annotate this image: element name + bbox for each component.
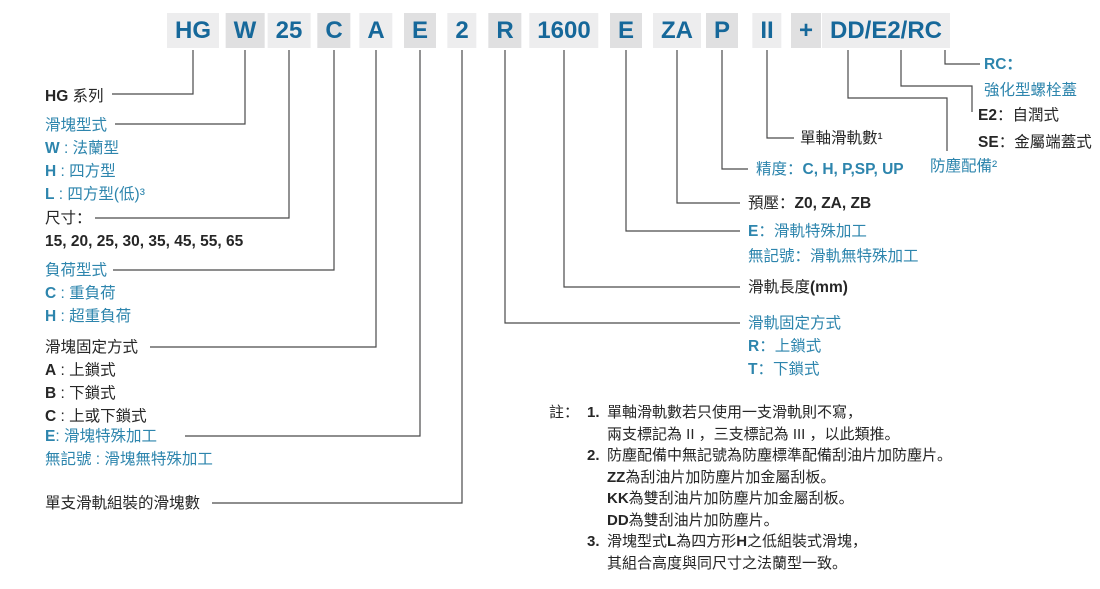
precision-line-0: 精度：C, H, P,SP, UP (756, 161, 904, 178)
connector-E2 (900, 50, 973, 112)
block-type-line-2: H : 四方型 (45, 163, 116, 180)
code-segment--: + (790, 13, 822, 48)
block-special-line-0: E: 滑塊特殊加工 (45, 428, 157, 445)
footnote-1-line-0: 單軸滑軌數若只使用一支滑軌則不寫， (607, 404, 863, 421)
footnote-2-line-0: 防塵配備中無記號為防塵標準配備刮油片加防塵片。 (607, 447, 953, 464)
e2-se-line-0: E2：自潤式 (978, 107, 1059, 124)
code-segment-DD-E2-RC: DD/E2/RC (821, 13, 951, 48)
footnote-2-line-2: KK為雙刮油片加防塵片加金屬刮板。 (607, 490, 854, 507)
block-mounting-line-2: B : 下鎖式 (45, 385, 116, 402)
code-segment-A: A (359, 13, 393, 48)
code-segment-HG: HG (167, 13, 219, 48)
code-segment-R: R (488, 13, 522, 48)
connector-HG (112, 50, 194, 95)
footnote-body: 單軸滑軌數若只使用一支滑軌則不寫， 兩支標記為 II ，三支標記為 III ，以此… (607, 402, 900, 445)
code-segment-1600: 1600 (529, 13, 599, 48)
rc-line-0: RC： (984, 56, 1022, 73)
block-special-line-1: 無記號 : 滑塊無特殊加工 (45, 451, 213, 468)
label-preload: 預壓：Z0, ZA, ZB (748, 192, 871, 215)
code-segment-P: P (705, 13, 739, 48)
footnote-3: 3. 滑塊型式L為四方形H之低組裝式滑塊， 其組合高度與同尺寸之法蘭型一致。 (587, 531, 952, 574)
code-segment-II: II (752, 13, 782, 48)
connector-II (766, 50, 794, 139)
hg-series-line-0: HG 系列 (45, 88, 104, 105)
connector-ZA (676, 50, 740, 204)
connector-W (115, 50, 246, 125)
footnote-items: 1. 單軸滑軌數若只使用一支滑軌則不寫， 兩支標記為 II ，三支標記為 III ，… (587, 402, 952, 574)
label-rail-length: 滑軌長度(mm) (748, 276, 848, 299)
label-load-type: 負荷型式 C : 重負荷 H : 超重負荷 (45, 259, 131, 328)
footnotes: 註： 1. 單軸滑軌數若只使用一支滑軌則不寫， 兩支標記為 II ，三支標記為 II… (549, 402, 952, 574)
dust-line-0: 防塵配備² (930, 158, 998, 175)
footnote-2-line-1: ZZ為刮油片加防塵片加金屬刮板。 (607, 468, 836, 486)
code-segment-W: W (225, 13, 265, 48)
label-e2-se: E2：自潤式 SE：金屬端蓋式 (978, 102, 1092, 156)
load-type-line-0: 負荷型式 (45, 262, 108, 279)
block-type-line-1: W : 法蘭型 (45, 140, 120, 157)
connector-P (721, 50, 748, 170)
rail-mounting-line-1: R：上鎖式 (748, 338, 822, 355)
size-line-1: 15, 20, 25, 30, 35, 45, 55, 65 (45, 233, 244, 250)
code-segment-2: 2 (447, 13, 477, 48)
block-type-line-0: 滑塊型式 (45, 117, 108, 134)
connector-RC (944, 50, 980, 65)
footnote-body: 滑塊型式L為四方形H之低組裝式滑塊， 其組合高度與同尺寸之法蘭型一致。 (607, 531, 867, 574)
connector-1600 (563, 50, 740, 288)
footnote-number: 1. (587, 404, 600, 421)
footnote-3-line-1: 其組合高度與同尺寸之法蘭型一致。 (607, 554, 848, 572)
code-segment-ZA: ZA (653, 13, 701, 48)
label-block-type: 滑塊型式 W : 法蘭型 H : 四方型 L : 四方型(低)³ (45, 114, 145, 206)
block-mounting-line-3: C : 上或下鎖式 (45, 408, 147, 425)
load-type-line-2: H : 超重負荷 (45, 308, 132, 325)
code-segment-E: E (609, 13, 643, 48)
label-precision: 精度：C, H, P,SP, UP (756, 158, 904, 181)
blocks-per-rail-line-0: 單支滑軌組裝的滑塊數 (45, 495, 201, 512)
rail-length-line-0: 滑軌長度(mm) (748, 279, 848, 296)
rails-per-axis-line-0: 單軸滑軌數¹ (800, 130, 883, 147)
label-rc: RC： 強化型螺栓蓋 (984, 52, 1077, 104)
block-mounting-line-0: 滑塊固定方式 (45, 339, 139, 356)
footnote-1-line-1: 兩支標記為 II ，三支標記為 III ，以此類推。 (607, 425, 900, 443)
code-segment-25: 25 (267, 13, 311, 48)
label-rail-special: E：滑軌特殊加工無記號：滑軌無特殊加工 (748, 219, 919, 269)
label-block-mounting: 滑塊固定方式 A : 上鎖式 B : 下鎖式 C : 上或下鎖式 (45, 336, 147, 428)
footnote-1: 1. 單軸滑軌數若只使用一支滑軌則不寫， 兩支標記為 II ，三支標記為 III ，… (587, 402, 952, 445)
code-segment-E: E (403, 13, 437, 48)
size-line-0: 尺寸： (45, 210, 92, 227)
label-rail-mounting: 滑軌固定方式 R：上鎖式 T：下鎖式 (748, 312, 841, 381)
footnote-body: 防塵配備中無記號為防塵標準配備刮油片加防塵片。 ZZ為刮油片加防塵片加金屬刮板。 K… (607, 445, 952, 531)
label-size: 尺寸： 15, 20, 25, 30, 35, 45, 55, 65 (45, 207, 243, 253)
rail-mounting-line-2: T：下鎖式 (748, 361, 820, 378)
block-type-line-3: L : 四方型(低)³ (45, 186, 145, 203)
load-type-line-1: C : 重負荷 (45, 285, 116, 302)
label-hg-series: HG 系列 (45, 85, 104, 108)
rail-special-line-1: 無記號：滑軌無特殊加工 (748, 248, 919, 265)
connector-E-rail (625, 50, 740, 232)
rail-mounting-line-0: 滑軌固定方式 (748, 315, 842, 332)
footnote-2-line-3: DD為雙刮油片加防塵片。 (607, 511, 779, 529)
preload-line-0: 預壓：Z0, ZA, ZB (748, 195, 872, 212)
footnotes-prefix: 註： (549, 404, 580, 421)
footnote-number: 2. (587, 447, 600, 464)
connector-2 (212, 50, 463, 504)
label-dust-protection: 防塵配備² (930, 155, 997, 178)
code-segment-C: C (317, 13, 351, 48)
connector-A (150, 50, 377, 348)
rc-line-1: 強化型螺栓蓋 (984, 82, 1078, 99)
footnote-number: 3. (587, 533, 600, 550)
label-blocks-per-rail: 單支滑軌組裝的滑塊數 (45, 492, 200, 515)
label-block-special: E: 滑塊特殊加工無記號 : 滑塊無特殊加工 (45, 425, 213, 471)
block-mounting-line-1: A : 上鎖式 (45, 362, 116, 379)
connector-R (504, 50, 740, 324)
footnote-3-line-0: 滑塊型式L為四方形H之低組裝式滑塊， (607, 533, 868, 550)
footnote-2: 2. 防塵配備中無記號為防塵標準配備刮油片加防塵片。 ZZ為刮油片加防塵片加金屬刮板… (587, 445, 952, 531)
rail-special-line-0: E：滑軌特殊加工 (748, 223, 867, 240)
label-rails-per-axis: 單軸滑軌數¹ (800, 127, 883, 150)
e2-se-line-1: SE：金屬端蓋式 (978, 134, 1092, 151)
